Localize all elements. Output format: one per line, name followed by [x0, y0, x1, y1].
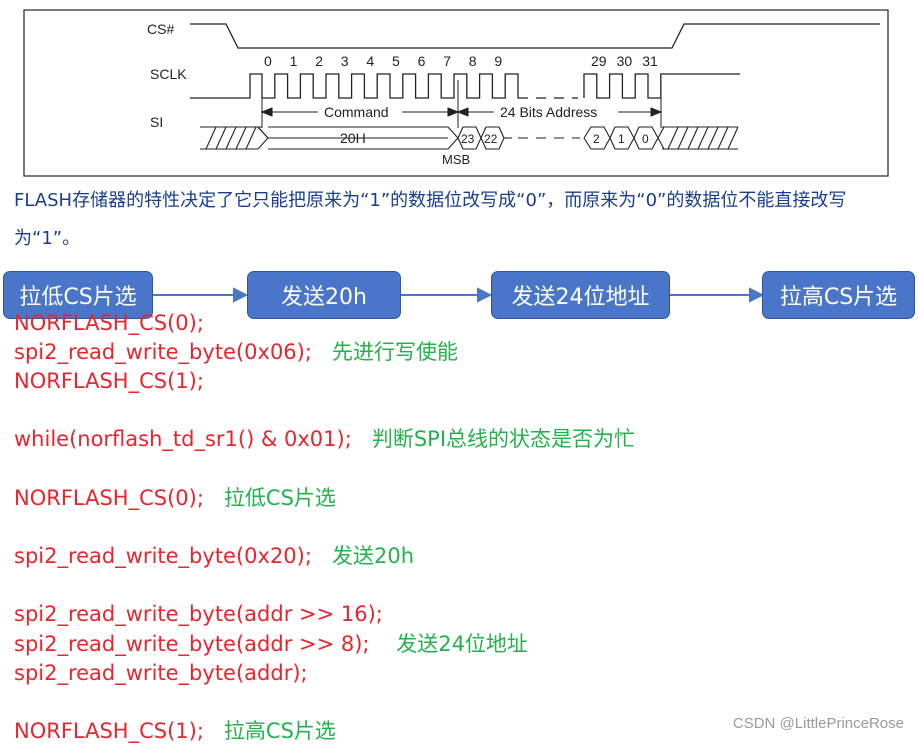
clock-numbers-left: 0 1 2 3 4 5 6 7 8 9	[264, 53, 502, 69]
cs-waveform	[190, 23, 880, 49]
flow-step-cs-low: 拉低CS片选	[3, 271, 153, 319]
code-line: spi2_read_write_byte(addr);	[14, 661, 308, 685]
clock-number: 2	[315, 53, 323, 69]
flow-step-send-address: 发送24位地址	[491, 271, 670, 319]
bit-22: 22	[484, 132, 498, 146]
clock-number: 29	[591, 53, 607, 69]
address-span	[456, 80, 663, 128]
bit-1: 1	[618, 132, 625, 146]
code-line: NORFLASH_CS(1);	[14, 369, 204, 393]
clock-number: 4	[366, 53, 374, 69]
cs-label: CS#	[147, 21, 174, 37]
code-comment: 先进行写使能	[331, 340, 458, 364]
clock-number: 5	[392, 53, 400, 69]
code-comment: 拉低CS片选	[223, 486, 336, 510]
flow-step-cs-high: 拉高CS片选	[762, 271, 915, 319]
sclk-label: SCLK	[150, 66, 187, 82]
code-comment: 拉高CS片选	[223, 719, 336, 743]
address-label: 24 Bits Address	[500, 104, 597, 120]
clock-number: 3	[341, 53, 349, 69]
flash-description: FLASH存储器的特性决定了它只能把原来为“1”的数据位改写成“0”，而原来为“…	[14, 190, 847, 249]
code-line: spi2_read_write_byte(0x20); 发送20h	[14, 544, 414, 568]
clock-number: 7	[443, 53, 451, 69]
bit-2: 2	[593, 132, 600, 146]
command-label: Command	[324, 104, 389, 120]
flow-step-send-20h: 发送20h	[247, 271, 401, 319]
code-line: NORFLASH_CS(0); 拉低CS片选	[14, 486, 336, 510]
watermark: CSDN @LittlePrinceRose	[732, 715, 904, 732]
command-value: 20H	[340, 130, 366, 146]
code-line: spi2_read_write_byte(addr >> 16);	[14, 602, 383, 626]
timing-frame	[23, 9, 889, 177]
code-line: spi2_read_write_byte(addr >> 8); 发送24位地址	[14, 632, 528, 656]
command-span	[260, 80, 460, 128]
code-comment: 判断SPI总线的状态是否为忙	[371, 427, 636, 451]
si-waveform	[200, 126, 739, 150]
clock-number: 8	[469, 53, 477, 69]
code-line: NORFLASH_CS(0);	[14, 311, 204, 335]
clock-number: 0	[264, 53, 272, 69]
code-line: NORFLASH_CS(1); 拉高CS片选	[14, 719, 336, 743]
code-comment: 发送24位地址	[396, 632, 528, 656]
code-comment: 发送20h	[331, 544, 414, 568]
bit-23: 23	[461, 132, 475, 146]
code-line: while(norflash_td_sr1() & 0x01); 判断SPI总线…	[14, 427, 636, 451]
msb-label: MSB	[442, 152, 470, 167]
clock-number: 6	[418, 53, 426, 69]
clock-numbers-right: 29 30 31	[591, 53, 658, 69]
clock-number: 9	[494, 53, 502, 69]
clock-number: 31	[642, 53, 658, 69]
clock-number: 1	[290, 53, 298, 69]
si-label: SI	[150, 114, 163, 130]
code-line: spi2_read_write_byte(0x06); 先进行写使能	[14, 340, 458, 364]
flow-arrows	[153, 287, 765, 303]
clock-number: 30	[617, 53, 633, 69]
bit-0: 0	[642, 132, 649, 146]
sclk-segment-left	[190, 73, 528, 99]
